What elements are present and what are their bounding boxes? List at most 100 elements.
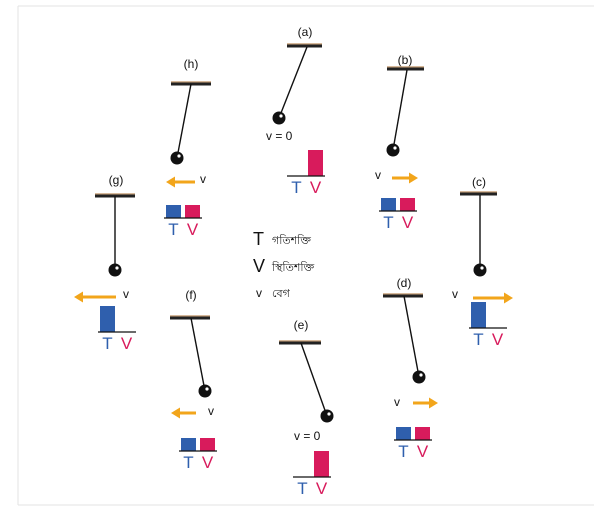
potential-label-a: V	[310, 178, 322, 197]
arrow-head-h	[166, 176, 175, 188]
velocity-label-d: v	[394, 395, 400, 409]
pendulum-bob-g	[108, 263, 122, 277]
velocity-label-b: v	[375, 168, 381, 182]
legend-text-velocity: বেগ	[272, 287, 291, 300]
bob-highlight-f	[205, 387, 209, 391]
kinetic-label-f: T	[183, 453, 193, 472]
potential-bar-a	[308, 150, 323, 176]
velocity-label-h: v	[200, 172, 206, 186]
kinetic-bar-c	[471, 302, 486, 328]
kinetic-label-b: T	[383, 213, 393, 232]
bob-highlight-e	[327, 412, 331, 416]
legend-text-kinetic: গতিশক্তি	[272, 234, 311, 247]
potential-bar-b	[400, 198, 415, 211]
velocity-label-a: v = 0	[266, 129, 293, 143]
pendulum-string-d	[403, 295, 420, 378]
state-label-c: (c)	[472, 175, 486, 189]
kinetic-label-e: T	[297, 479, 307, 498]
velocity-label-g: v	[123, 287, 129, 301]
pendulum-bob-b	[386, 143, 400, 157]
pendulum-bob-h	[170, 151, 184, 165]
bob-highlight-a	[279, 114, 283, 118]
pendulum-bob-f	[198, 384, 212, 398]
state-label-d: (d)	[397, 276, 412, 290]
kinetic-label-g: T	[102, 334, 112, 353]
pendulum-bob-c	[473, 263, 487, 277]
pendulum-bob-a	[272, 111, 286, 125]
potential-label-b: V	[402, 213, 414, 232]
arrow-head-d	[429, 397, 438, 409]
state-label-a: (a)	[298, 25, 313, 39]
kinetic-bar-b	[381, 198, 396, 211]
potential-label-e: V	[316, 479, 328, 498]
kinetic-bar-g	[100, 306, 115, 332]
velocity-label-f: v	[208, 404, 214, 418]
legend-text-potential: স্থিতিশক্তি	[271, 261, 314, 274]
potential-label-c: V	[492, 330, 504, 349]
pendulum-string-f	[190, 317, 206, 392]
pendulum-bob-e	[320, 409, 334, 423]
arrow-head-g	[74, 291, 83, 303]
bob-highlight-c	[480, 266, 484, 270]
kinetic-label-h: T	[168, 220, 178, 239]
state-label-f: (f)	[185, 288, 196, 302]
bob-highlight-d	[419, 373, 423, 377]
potential-label-d: V	[417, 442, 429, 461]
velocity-arrow-c	[473, 292, 513, 304]
pendulum-string-a	[278, 46, 308, 119]
arrow-head-f	[171, 407, 180, 419]
potential-bar-d	[415, 427, 430, 440]
bob-highlight-b	[393, 146, 397, 150]
bob-highlight-h	[177, 154, 181, 158]
legend-symbol-velocity: v	[256, 286, 262, 300]
legend: T গতিশক্তি V স্থিতিশক্তি v বেগ	[253, 229, 314, 300]
pendulum-string-h	[176, 83, 192, 159]
velocity-arrow-d	[413, 397, 438, 409]
potential-label-g: V	[121, 334, 133, 353]
velocity-label-c: v	[452, 287, 458, 301]
state-label-h: (h)	[184, 57, 199, 71]
pendulum-string-e	[300, 342, 328, 417]
arrow-head-c	[504, 292, 513, 304]
kinetic-label-a: T	[291, 178, 301, 197]
velocity-label-e: v = 0	[294, 429, 321, 443]
bob-highlight-g	[115, 266, 119, 270]
state-label-b: (b)	[398, 53, 413, 67]
velocity-arrow-h	[166, 176, 195, 188]
pendulum-bob-d	[412, 370, 426, 384]
potential-bar-h	[185, 205, 200, 218]
kinetic-label-c: T	[473, 330, 483, 349]
potential-label-h: V	[187, 220, 199, 239]
kinetic-bar-f	[181, 438, 196, 451]
kinetic-label-d: T	[398, 442, 408, 461]
potential-bar-f	[200, 438, 215, 451]
velocity-arrow-g	[74, 291, 116, 303]
kinetic-bar-d	[396, 427, 411, 440]
velocity-arrow-b	[392, 172, 418, 184]
legend-symbol-potential: V	[253, 256, 265, 276]
potential-label-f: V	[202, 453, 214, 472]
velocity-arrow-f	[171, 407, 196, 419]
pendulum-string-b	[392, 69, 408, 151]
potential-bar-e	[314, 451, 329, 477]
state-label-e: (e)	[294, 318, 309, 332]
arrow-head-b	[409, 172, 418, 184]
